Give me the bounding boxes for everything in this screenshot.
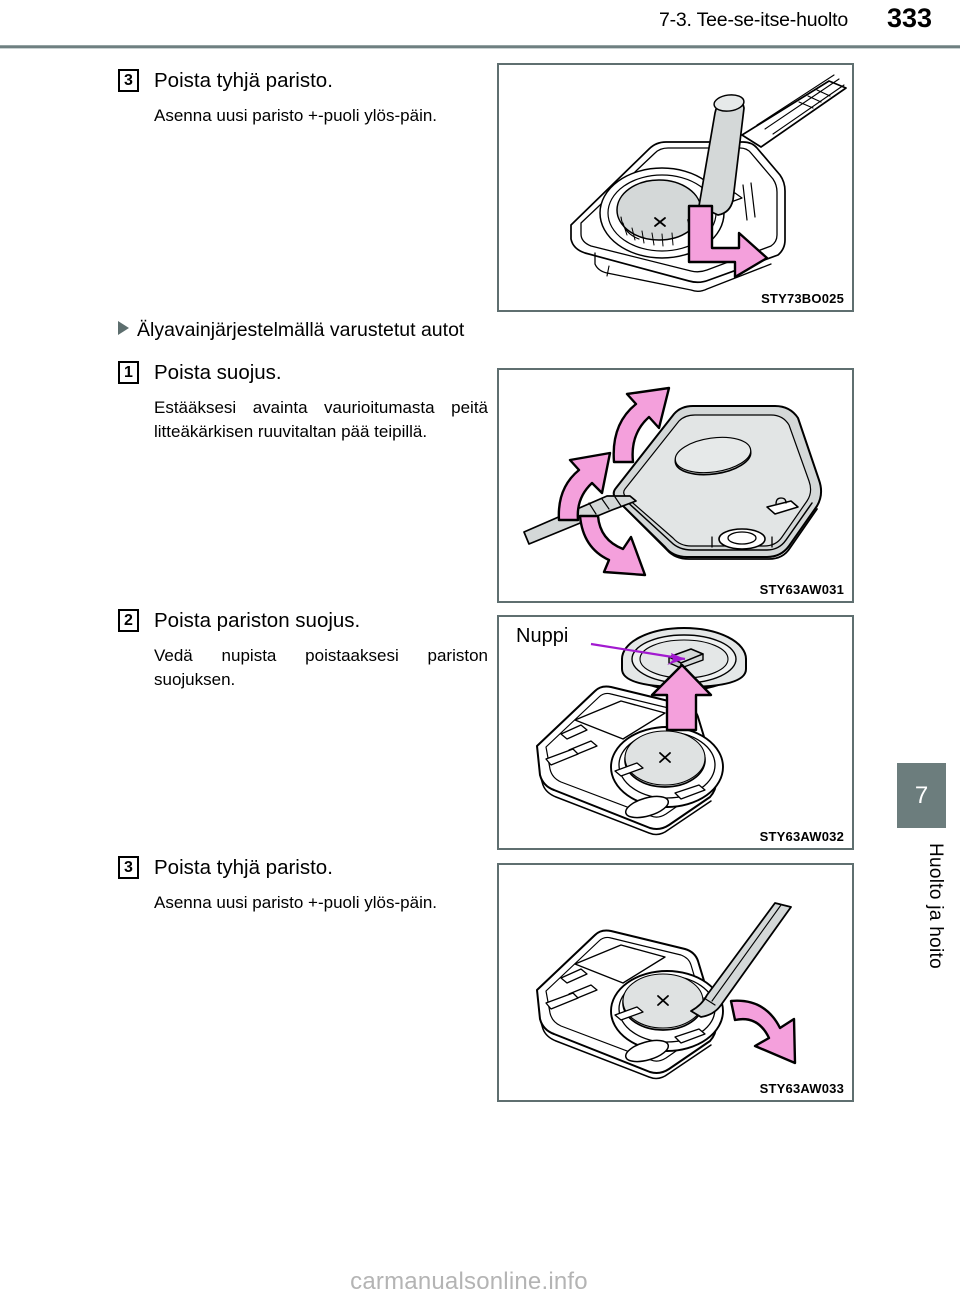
figure-4-illustration (536, 902, 797, 1080)
step-number-badge: 1 (118, 361, 139, 384)
step-body-text: Estääksesi avainta vaurioitumasta peitä … (154, 398, 488, 441)
step-title: Poista tyhjä paristo. (154, 69, 333, 92)
figure-2-illustration (523, 386, 823, 577)
step-title: Poista tyhjä paristo. (154, 856, 333, 879)
leader-line-nuppi (590, 642, 686, 665)
header-section-title: 7-3. Tee-se-itse-huolto (658, 9, 848, 31)
step-heading: 2 Poista pariston suojus. (118, 608, 488, 635)
step-title: Poista suojus. (154, 361, 282, 384)
chapter-tab: 7 (897, 763, 946, 828)
arrow-pink-curved-lower (578, 514, 647, 577)
arrow-pink-curved-down-right (729, 999, 797, 1065)
page-number: 333 (886, 3, 932, 33)
page-header: 7-3. Tee-se-itse-huolto 333 (0, 0, 960, 49)
figure-1-illustration (570, 74, 847, 292)
step-block-3-top: 3 Poista tyhjä paristo. Asenna uusi pari… (118, 68, 488, 128)
header-divider-rule (0, 45, 960, 49)
step-number-badge: 2 (118, 609, 139, 632)
step-title: Poista pariston suojus. (154, 609, 361, 632)
triangle-bullet-icon (118, 321, 129, 335)
section-heading-smart-key: Älyavainjärjestelmällä varustetut autot (118, 318, 464, 342)
figure-battery-pry-out: STY63AW033 (497, 863, 854, 1102)
figure-smart-key-pry-cover: STY63AW031 (497, 368, 854, 603)
step-heading: 3 Poista tyhjä paristo. (118, 68, 488, 95)
step-number-badge: 3 (118, 69, 139, 92)
step-block-2: 2 Poista pariston suojus. Vedä nupista p… (118, 608, 488, 692)
step-number-badge: 3 (118, 856, 139, 879)
step-heading: 3 Poista tyhjä paristo. (118, 855, 488, 882)
step-body-text: Vedä nupista poistaaksesi pariston suoju… (154, 646, 488, 689)
footer-watermark: carmanualsonline.info (350, 1268, 588, 1295)
step-heading: 1 Poista suojus. (118, 360, 488, 387)
arrow-pink-down-right (687, 204, 769, 279)
figure-annotation-nuppi: Nuppi (516, 625, 569, 647)
figure-battery-cover-removal: Nuppi STY63AW032 (497, 615, 854, 850)
step-body-text: Asenna uusi paristo +-puoli ylös-päin. (154, 106, 438, 125)
chapter-tab-label: Huolto ja hoito (925, 843, 946, 969)
step-block-1: 1 Poista suojus. Estääksesi avainta vaur… (118, 360, 488, 444)
arrow-pink-curved-upper (612, 386, 671, 464)
section-heading-label: Älyavainjärjestelmällä varustetut autot (137, 319, 465, 341)
figure-caption: STY63AW033 (759, 1081, 844, 1096)
arrow-pink-curved-left (557, 451, 612, 522)
step-body-text: Asenna uusi paristo +-puoli ylös-päin. (154, 893, 438, 912)
figure-caption: STY73BO025 (761, 291, 844, 306)
figure-key-battery-removal: STY73BO025 (497, 63, 854, 312)
step-block-3-bottom: 3 Poista tyhjä paristo. Asenna uusi pari… (118, 855, 488, 915)
arrow-pink-up (650, 663, 713, 732)
figure-caption: STY63AW032 (759, 829, 844, 844)
chapter-tab-number: 7 (914, 782, 929, 809)
figure-caption: STY63AW031 (759, 582, 844, 597)
figure-3-illustration (536, 627, 747, 836)
